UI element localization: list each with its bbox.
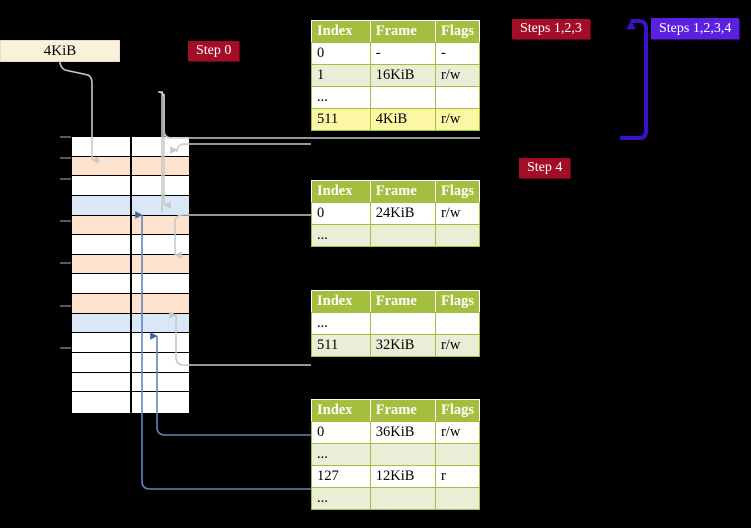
memory-size-banner: 4KiB — [0, 40, 120, 62]
column-header-index: Index — [311, 180, 371, 203]
cell-flags: r — [434, 465, 481, 488]
column-header-index: Index — [311, 20, 371, 43]
column-header-frame: Frame — [369, 399, 436, 422]
cell-frame: 24KiB — [369, 202, 436, 225]
cell-frame — [369, 224, 436, 247]
column-header-flags: Flags — [434, 399, 481, 422]
cell-index: ... — [311, 312, 371, 335]
cell-frame: 32KiB — [369, 334, 436, 357]
cell-index: 0 — [311, 42, 371, 65]
cell-index: ... — [311, 224, 371, 247]
cell-index: 511 — [311, 334, 371, 357]
memory-tick-6 — [60, 347, 71, 349]
cell-index: ... — [311, 86, 371, 109]
cell-flags: r/w — [434, 108, 481, 131]
step-0-label: Step 0 — [196, 43, 232, 59]
steps-123-label: Steps 1,2,3 — [520, 21, 582, 37]
column-header-flags: Flags — [434, 180, 481, 203]
cell-frame: 16KiB — [369, 64, 436, 87]
cell-flags — [434, 312, 481, 335]
cell-flags: r/w — [434, 202, 481, 225]
memory-column-divider — [130, 136, 132, 414]
cell-flags — [434, 86, 481, 109]
cell-index: 1 — [311, 64, 371, 87]
column-header-flags: Flags — [434, 20, 481, 43]
cell-flags — [434, 443, 481, 466]
memory-tick-3 — [60, 220, 71, 222]
cell-flags: r/w — [434, 421, 481, 444]
cell-index: 127 — [311, 465, 371, 488]
step-4-label: Step 4 — [527, 160, 563, 176]
memory-tick-4 — [60, 262, 71, 264]
column-header-frame: Frame — [369, 180, 436, 203]
cell-frame: - — [369, 42, 436, 65]
table-row: 0-- — [311, 42, 481, 65]
cell-frame: 4KiB — [369, 108, 436, 131]
memory-tick-5 — [60, 305, 71, 307]
cell-frame — [369, 86, 436, 109]
cell-frame: 12KiB — [369, 465, 436, 488]
cell-index: ... — [311, 487, 371, 510]
memory-tick-0 — [60, 136, 71, 138]
steps-1234-label: Steps 1,2,3,4 — [659, 20, 732, 36]
memory-size-label: 4KiB — [43, 42, 77, 59]
cell-index: ... — [311, 443, 371, 466]
cell-frame — [369, 443, 436, 466]
table-row: ... — [311, 487, 481, 510]
steps-123-badge: Steps 1,2,3 — [512, 19, 590, 39]
memory-tick-1 — [60, 157, 71, 159]
column-header-flags: Flags — [434, 290, 481, 313]
cell-flags — [434, 487, 481, 510]
table-row: ... — [311, 224, 481, 247]
cell-frame — [369, 312, 436, 335]
table-row: ... — [311, 312, 481, 335]
cell-frame — [369, 487, 436, 510]
wire-step4-loop — [620, 19, 648, 140]
table-row: ... — [311, 86, 481, 109]
cell-index: 0 — [311, 202, 371, 225]
cell-frame: 36KiB — [369, 421, 436, 444]
cell-flags: - — [434, 42, 481, 65]
step-4-badge: Step 4 — [519, 158, 571, 178]
cell-flags — [434, 224, 481, 247]
cell-flags: r/w — [434, 64, 481, 87]
column-header-index: Index — [311, 290, 371, 313]
column-header-index: Index — [311, 399, 371, 422]
table-row: ... — [311, 443, 481, 466]
cell-index: 511 — [311, 108, 371, 131]
step-0-badge: Step 0 — [188, 41, 240, 61]
column-header-frame: Frame — [369, 20, 436, 43]
memory-tick-2 — [60, 178, 71, 180]
cell-flags: r/w — [434, 334, 481, 357]
cell-index: 0 — [311, 421, 371, 444]
column-header-frame: Frame — [369, 290, 436, 313]
steps-1234-badge: Steps 1,2,3,4 — [651, 18, 740, 39]
